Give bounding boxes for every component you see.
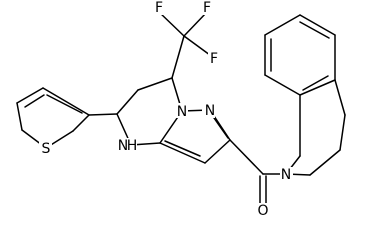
- bond: [229, 139, 264, 175]
- bond: [137, 77, 173, 91]
- atom-labels: F F F S N H N N N O: [39, 0, 293, 219]
- atom-label-fluorine: F: [203, 0, 211, 16]
- bond: [299, 21, 330, 39]
- bond: [334, 79, 346, 116]
- bond: [159, 142, 206, 164]
- atom-label-fluorine: F: [155, 0, 163, 16]
- atom-label-fluorine: F: [210, 51, 218, 67]
- bond: [264, 14, 301, 36]
- bond: [16, 87, 44, 104]
- bond: [88, 113, 118, 116]
- bond: [299, 14, 336, 36]
- bond: [309, 149, 341, 176]
- bond: [339, 114, 346, 151]
- bond: [42, 87, 90, 116]
- bond: [183, 11, 208, 37]
- atom-label-oxygen: O: [257, 203, 268, 219]
- bond: [116, 89, 139, 115]
- bond: [72, 114, 90, 132]
- atom-label-hydrogen: H: [127, 138, 138, 154]
- bond: [302, 75, 329, 91]
- bond: [204, 139, 231, 164]
- bond: [213, 117, 229, 139]
- molecule-canvas: F F F S N H N N N O: [16, 0, 346, 219]
- atom-label-nitrogen: N: [205, 103, 215, 119]
- bond: [158, 11, 185, 37]
- bond: [46, 94, 83, 114]
- bond: [299, 79, 336, 96]
- atom-label-nitrogen: N: [281, 167, 291, 183]
- atom-label-nitrogen: N: [177, 104, 187, 120]
- bond: [16, 102, 23, 131]
- bond: [24, 94, 45, 108]
- bond: [264, 74, 301, 96]
- structure-drawing: F F F S N H N N N O: [16, 0, 346, 219]
- bond: [164, 140, 201, 157]
- bond: [171, 35, 185, 79]
- atom-label-sulfur: S: [42, 141, 51, 157]
- atom-label-nitrogen: N: [118, 138, 128, 154]
